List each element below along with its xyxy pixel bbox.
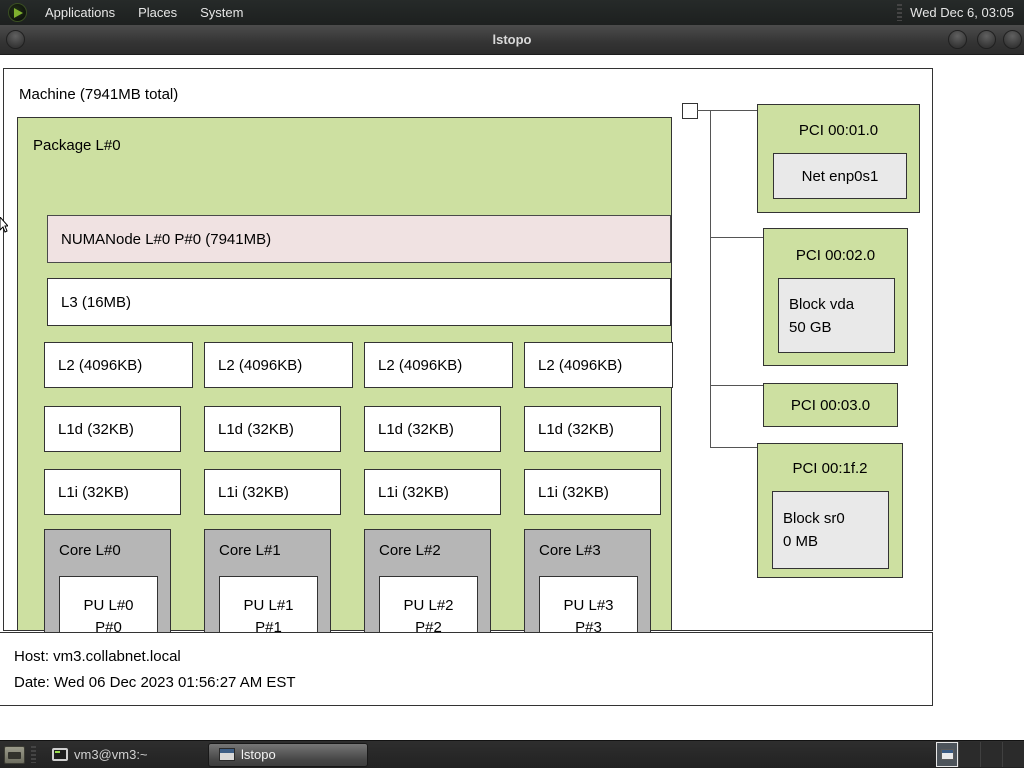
pu-label-line1: PU L#3 [563, 597, 614, 614]
l2-label: L2 (4096KB) [58, 356, 143, 374]
l1d-cache-box: L1d (32KB) [44, 406, 181, 452]
l2-cache-box: L2 (4096KB) [44, 342, 193, 388]
task-label: vm3@vm3:~ [74, 747, 148, 762]
l1d-label: L1d (32KB) [218, 420, 294, 438]
l3-cache-box: L3 (16MB) [47, 278, 671, 326]
hostbridge-box [682, 103, 698, 119]
bottom-panel: vm3@vm3:~ lstopo [0, 740, 1024, 768]
task-button-terminal[interactable]: vm3@vm3:~ [42, 743, 202, 767]
pci-label: PCI 00:1f.2 [792, 460, 868, 477]
window-icon [219, 748, 235, 761]
pci-label: PCI 00:01.0 [798, 122, 879, 139]
pu-label-line1: PU L#0 [83, 597, 134, 614]
applet-drag-handle[interactable] [897, 4, 903, 21]
net-device-label: Net enp0s1 [801, 167, 879, 185]
maximize-button[interactable] [977, 30, 996, 49]
l2-label: L2 (4096KB) [218, 356, 303, 374]
numanode-box: NUMANode L#0 P#0 (7941MB) [47, 215, 671, 263]
workspace-1[interactable] [936, 742, 958, 767]
pci-connector-line [710, 385, 763, 386]
pu-label-line2: P#0 [95, 619, 122, 636]
pu-label-line2: P#2 [415, 619, 442, 636]
core-box: Core L#2 PU L#2 P#2 [364, 529, 491, 667]
core-label: Core L#3 [539, 542, 601, 559]
l2-cache-box: L2 (4096KB) [364, 342, 513, 388]
l1i-label: L1i (32KB) [58, 483, 129, 501]
package-box: Package L#0 NUMANode L#0 P#0 (7941MB) L3… [17, 117, 673, 667]
task-label: lstopo [241, 747, 276, 762]
pci-label: PCI 00:02.0 [795, 247, 876, 264]
block-device-box: Block sr0 0 MB [772, 491, 889, 569]
machine-label: Machine (7941MB total) [19, 86, 179, 103]
l2-cache-box: L2 (4096KB) [524, 342, 673, 388]
workspace-switcher [936, 742, 1024, 767]
block-device-box: Block vda 50 GB [778, 278, 895, 353]
lstopo-canvas: Machine (7941MB total) Package L#0 NUMAN… [0, 55, 1024, 740]
l1i-label: L1i (32KB) [218, 483, 289, 501]
core-label: Core L#2 [379, 542, 441, 559]
l1d-cache-box: L1d (32KB) [204, 406, 341, 452]
pci-box: PCI 00:01.0 Net enp0s1 [757, 104, 920, 213]
menu-places[interactable]: Places [138, 5, 178, 20]
mouse-cursor [0, 217, 8, 233]
pci-connector-line [710, 447, 757, 448]
top-panel: Applications Places System Wed Dec 6, 03… [0, 0, 1024, 25]
net-device-box: Net enp0s1 [773, 153, 907, 199]
pci-box: PCI 00:02.0 Block vda 50 GB [763, 228, 908, 366]
close-button[interactable] [1003, 30, 1022, 49]
block-device-label-line2: 50 GB [789, 318, 832, 336]
task-button-lstopo[interactable]: lstopo [208, 742, 368, 767]
l1d-label: L1d (32KB) [538, 420, 614, 438]
core-label: Core L#1 [219, 542, 281, 559]
applet-drag-handle[interactable] [31, 746, 36, 763]
block-device-label-line2: 0 MB [783, 533, 819, 550]
pu-label-line1: PU L#2 [403, 597, 454, 614]
distro-menu-icon[interactable] [8, 3, 27, 22]
l2-label: L2 (4096KB) [378, 356, 463, 374]
l1d-label: L1d (32KB) [378, 420, 454, 438]
pci-trunk-line [710, 110, 711, 447]
window-menu-button[interactable] [6, 30, 25, 49]
l1i-cache-box: L1i (32KB) [204, 469, 341, 515]
package-label: Package L#0 [33, 137, 121, 154]
block-device-label-line1: Block vda [789, 295, 855, 313]
menu-system[interactable]: System [200, 5, 244, 20]
l1d-label: L1d (32KB) [58, 420, 134, 438]
legend-host: Host: vm3.collabnet.local [14, 648, 181, 665]
file-drawer-icon[interactable] [4, 745, 25, 764]
l3-label: L3 (16MB) [61, 293, 132, 311]
window-titlebar[interactable]: lstopo [0, 25, 1024, 55]
l1i-cache-box: L1i (32KB) [524, 469, 661, 515]
l1i-cache-box: L1i (32KB) [364, 469, 501, 515]
workspace-2[interactable] [958, 742, 980, 767]
l1d-cache-box: L1d (32KB) [364, 406, 501, 452]
pci-connector-line [710, 237, 763, 238]
clock-applet[interactable]: Wed Dec 6, 03:05 [910, 5, 1014, 20]
mini-window-icon [941, 749, 954, 760]
minimize-button[interactable] [948, 30, 967, 49]
pci-label: PCI 00:03.0 [790, 396, 871, 414]
core-label: Core L#0 [59, 542, 121, 559]
pu-label-line2: P#1 [255, 619, 282, 636]
pu-label-line2: P#3 [575, 619, 602, 636]
l1i-cache-box: L1i (32KB) [44, 469, 181, 515]
window-title: lstopo [492, 32, 532, 47]
workspace-4[interactable] [1002, 742, 1024, 767]
l2-cache-box: L2 (4096KB) [204, 342, 353, 388]
menu-applications[interactable]: Applications [45, 5, 116, 20]
legend-date: Date: Wed 06 Dec 2023 01:56:27 AM EST [14, 674, 296, 691]
l2-label: L2 (4096KB) [538, 356, 623, 374]
l1i-label: L1i (32KB) [538, 483, 609, 501]
workspace-3[interactable] [980, 742, 1002, 767]
pci-box: PCI 00:1f.2 Block sr0 0 MB [757, 443, 903, 578]
terminal-icon [52, 748, 68, 761]
l1i-label: L1i (32KB) [378, 483, 449, 501]
pci-connector-line [697, 110, 757, 111]
pci-box: PCI 00:03.0 [763, 383, 898, 427]
block-device-label-line1: Block sr0 [783, 510, 845, 527]
legend-box: Host: vm3.collabnet.local Date: Wed 06 D… [0, 632, 933, 706]
pu-label-line1: PU L#1 [243, 597, 294, 614]
numanode-label: NUMANode L#0 P#0 (7941MB) [61, 230, 272, 248]
l1d-cache-box: L1d (32KB) [524, 406, 661, 452]
